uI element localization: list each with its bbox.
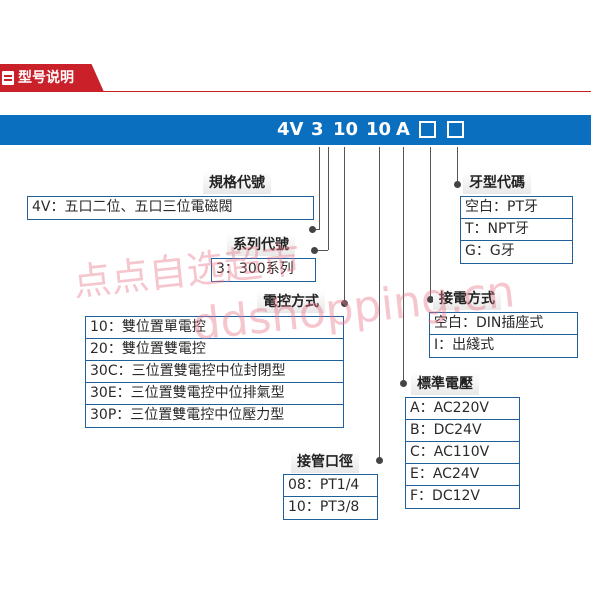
option-series-3: 3：300系列 (216, 261, 294, 277)
connector-thread (457, 147, 458, 184)
option-control-10: 10：雙位置單電控 (86, 317, 343, 339)
label-series-code: 系列代號 (227, 234, 295, 256)
header-tab: 型号说明 (0, 64, 104, 92)
option-wiring-i: I：出綫式 (434, 337, 495, 353)
option-thread-t: T：NPT牙 (461, 219, 572, 241)
option-voltage-b: B：DC24V (406, 420, 519, 442)
option-voltage-a: A：AC220V (406, 398, 519, 420)
option-control-20: 20：雙位置雙電控 (86, 339, 343, 361)
option-wiring-blank: 空白：DIN插座式 (430, 313, 577, 335)
label-voltage: 標準電壓 (411, 373, 479, 395)
document-icon (2, 71, 14, 85)
connector-port (379, 147, 380, 460)
option-control-30e: 30E：三位置雙電控中位排氣型 (86, 383, 343, 405)
option-voltage-e: E：AC24V (406, 464, 519, 486)
box-port-size: 08：PT1/4 10：PT3/8 (283, 474, 378, 520)
label-wiring: 接電方式 (433, 288, 501, 310)
code-part-series: 3 (311, 119, 324, 140)
connector-voltage (403, 147, 404, 383)
box-thread-code: 空白：PT牙 T：NPT牙 G：G牙 (460, 196, 573, 264)
box-spec-code: 4V：五口二位、五口三位電磁閥 (27, 196, 314, 220)
connector-control (344, 147, 345, 303)
option-voltage-f: F：DC12V (410, 488, 480, 504)
box-voltage: A：AC220V B：DC24V C：AC110V E：AC24V F：DC12… (405, 397, 520, 509)
option-port-08: 08：PT1/4 (284, 475, 377, 497)
code-part-control: 10 (333, 119, 359, 140)
option-port-10: 10：PT3/8 (288, 499, 360, 515)
option-thread-g: G：G牙 (465, 243, 515, 259)
connector-wiring (430, 147, 431, 299)
label-thread-code: 牙型代碼 (463, 172, 531, 194)
label-control-mode: 電控方式 (257, 291, 325, 313)
label-port-size: 接管口徑 (291, 451, 359, 473)
code-part-voltage: A (396, 119, 410, 140)
connector-spec (319, 147, 320, 229)
option-thread-blank: 空白：PT牙 (461, 197, 572, 219)
label-spec-code: 規格代號 (203, 172, 271, 194)
code-part-thread-placeholder (447, 121, 464, 138)
connector-series (328, 147, 329, 250)
option-spec-4v: 4V：五口二位、五口三位電磁閥 (32, 199, 233, 215)
option-control-30c: 30C：三位置雙電控中位封閉型 (86, 361, 343, 383)
box-wiring: 空白：DIN插座式 I：出綫式 (429, 312, 578, 358)
option-voltage-c: C：AC110V (406, 442, 519, 464)
code-part-port: 10 (366, 119, 392, 140)
header-divider (0, 91, 591, 92)
box-series-code: 3：300系列 (211, 258, 316, 282)
header-title: 型号说明 (18, 70, 74, 86)
model-code-band (0, 115, 591, 145)
code-part-spec: 4V (277, 119, 304, 140)
box-control-mode: 10：雙位置單電控 20：雙位置雙電控 30C：三位置雙電控中位封閉型 30E：… (85, 316, 344, 428)
option-control-30p: 30P：三位置雙電控中位壓力型 (90, 407, 285, 423)
code-part-wiring-placeholder (419, 121, 436, 138)
